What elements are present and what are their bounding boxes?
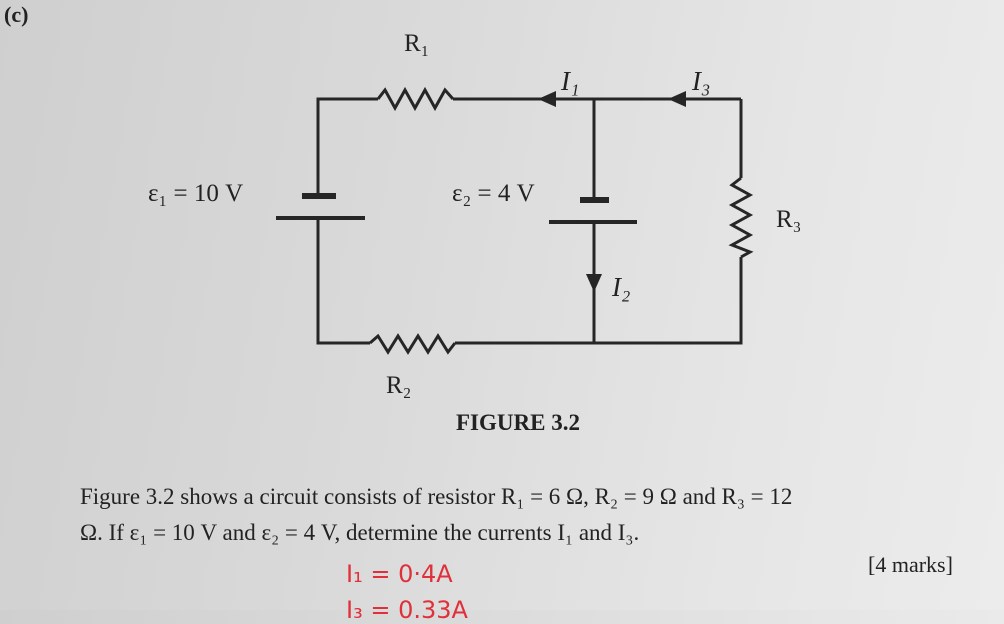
label-r2: R₂ <box>386 372 412 399</box>
battery-1-positive-plate <box>276 216 365 220</box>
marks-label: [4 marks] <box>868 552 953 577</box>
label-i2: I₂ <box>612 272 631 302</box>
label-r3: R₃ <box>776 206 802 233</box>
arrow-i2 <box>586 274 602 292</box>
resistor-r1 <box>376 86 455 112</box>
label-i3: I₃ <box>692 66 711 96</box>
circuit-diagram <box>276 86 754 355</box>
handwritten-answer-i3: I₃ = 0.33A <box>346 596 468 624</box>
figure-caption: FIGURE 3.2 <box>456 410 580 435</box>
battery-2-positive-plate <box>549 220 637 224</box>
label-r1: R₁ <box>404 30 430 57</box>
label-emf2: ε₂ = 4 V <box>452 180 535 207</box>
battery-2-negative-plate <box>580 197 609 203</box>
arrow-i1 <box>538 91 556 107</box>
wire-top-left <box>316 97 378 196</box>
part-label: (c) <box>4 2 29 27</box>
resistor-r3 <box>728 176 754 259</box>
label-emf1: ε₁ = 10 V <box>148 180 244 207</box>
label-i1: I₁ <box>561 66 580 96</box>
handwritten-answer-i1: I₁ = 0·4A <box>346 560 453 588</box>
question-line-2: Ω. If ε₁ = 10 V and ε₂ = 4 V, determine … <box>80 520 640 545</box>
battery-1-negative-plate <box>302 193 336 199</box>
question-line-1: Figure 3.2 shows a circuit consists of r… <box>80 484 793 509</box>
resistor-r2 <box>369 333 457 355</box>
arrow-i3 <box>668 91 686 107</box>
